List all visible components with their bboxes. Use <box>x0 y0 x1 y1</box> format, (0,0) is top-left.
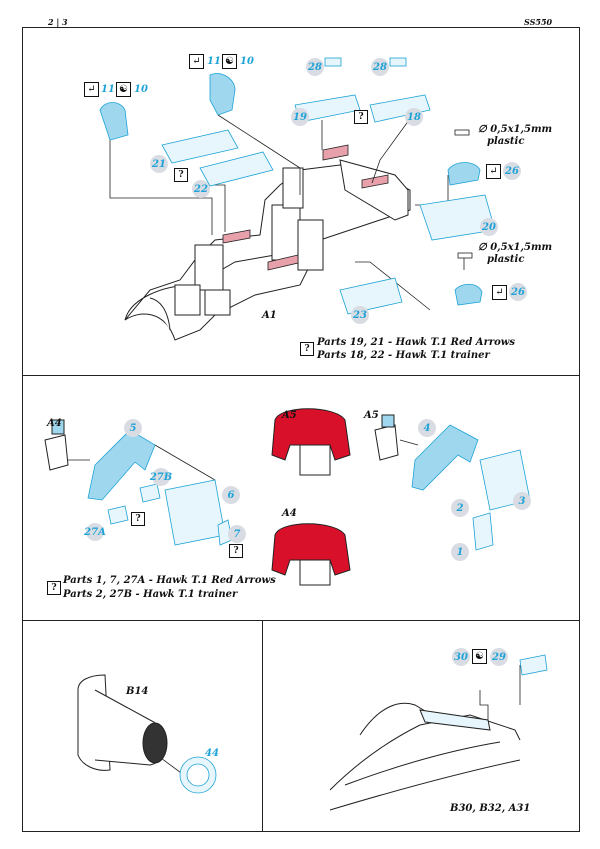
product-code: SS550 <box>524 17 553 27</box>
grey-parts <box>44 414 399 471</box>
question-icon: ? <box>229 544 243 558</box>
callout-29: 29 <box>490 648 508 666</box>
callout-3: 3 <box>513 492 531 510</box>
part-ref-a4: A4 <box>282 508 297 519</box>
question-icon: ? <box>300 342 314 356</box>
section-divider-1 <box>22 375 580 376</box>
question-icon: ? <box>354 110 368 124</box>
question-icon: ? <box>131 512 145 526</box>
callout-11: 11 <box>207 56 221 67</box>
part-ref-a1: A1 <box>262 310 277 321</box>
yin-yang-icon: ☯ <box>472 649 487 664</box>
fold-icon: ↵ <box>492 285 507 300</box>
callout-10: 10 <box>134 84 148 95</box>
callout-28: 28 <box>371 58 389 76</box>
pink-panels <box>222 144 389 271</box>
plastic-rod-word: plastic <box>487 136 525 147</box>
note-line-1: Parts 19, 21 - Hawk T.1 Red Arrows <box>317 337 516 348</box>
section-divider-3 <box>262 620 263 832</box>
exhaust-nozzle-b14 <box>77 674 168 771</box>
callout-23: 23 <box>351 306 369 324</box>
callout-20: 20 <box>480 218 498 236</box>
part-ref-b14: B14 <box>126 686 149 697</box>
callout-5: 5 <box>124 419 142 437</box>
part-ref-a5: A5 <box>364 410 379 421</box>
canopy-sill-view <box>329 702 521 811</box>
part-ref-a4: A4 <box>47 418 62 429</box>
callout-19: 19 <box>291 108 309 126</box>
note-line-2: Parts 2, 27B - Hawk T.1 trainer <box>63 589 238 600</box>
note-line-1: Parts 1, 7, 27A - Hawk T.1 Red Arrows <box>63 575 276 586</box>
callout-4: 4 <box>418 419 436 437</box>
instrument-panels <box>271 408 351 586</box>
callout-6: 6 <box>222 486 240 504</box>
plastic-rod-word: plastic <box>487 254 525 265</box>
callout-2: 2 <box>451 499 469 517</box>
cockpit-tub-a1 <box>124 159 411 341</box>
part-ref-a5: A5 <box>282 410 297 421</box>
callout-30: 30 <box>452 648 470 666</box>
page-number: 2 | 3 <box>48 17 68 27</box>
callout-44: 44 <box>205 748 219 759</box>
plastic-rod-dim: ∅ 0,5x1,5mm <box>478 242 553 253</box>
callout-27a: 27A <box>84 523 106 541</box>
fold-icon: ↵ <box>189 54 204 69</box>
yin-yang-icon: ☯ <box>116 82 131 97</box>
fold-icon: ↵ <box>486 164 501 179</box>
question-icon: ? <box>47 581 61 595</box>
callout-26: 26 <box>509 283 527 301</box>
callout-10: 10 <box>240 56 254 67</box>
callout-11: 11 <box>101 84 115 95</box>
callout-21: 21 <box>150 155 168 173</box>
callout-7: 7 <box>228 525 246 543</box>
question-icon: ? <box>174 168 188 182</box>
callout-28: 28 <box>306 58 324 76</box>
yin-yang-icon: ☯ <box>222 54 237 69</box>
fold-icon: ↵ <box>84 82 99 97</box>
section-divider-2 <box>22 620 580 621</box>
plastic-rod-dim: ∅ 0,5x1,5mm <box>478 124 553 135</box>
callout-1: 1 <box>451 543 469 561</box>
instruction-frame <box>22 27 580 832</box>
callout-27b: 27B <box>150 468 172 486</box>
etched-parts <box>87 57 548 794</box>
callout-18: 18 <box>405 108 423 126</box>
note-line-2: Parts 18, 22 - Hawk T.1 trainer <box>317 350 490 361</box>
callout-26: 26 <box>503 162 521 180</box>
callout-22: 22 <box>192 180 210 198</box>
part-refs-sill: B30, B32, A31 <box>450 803 531 814</box>
